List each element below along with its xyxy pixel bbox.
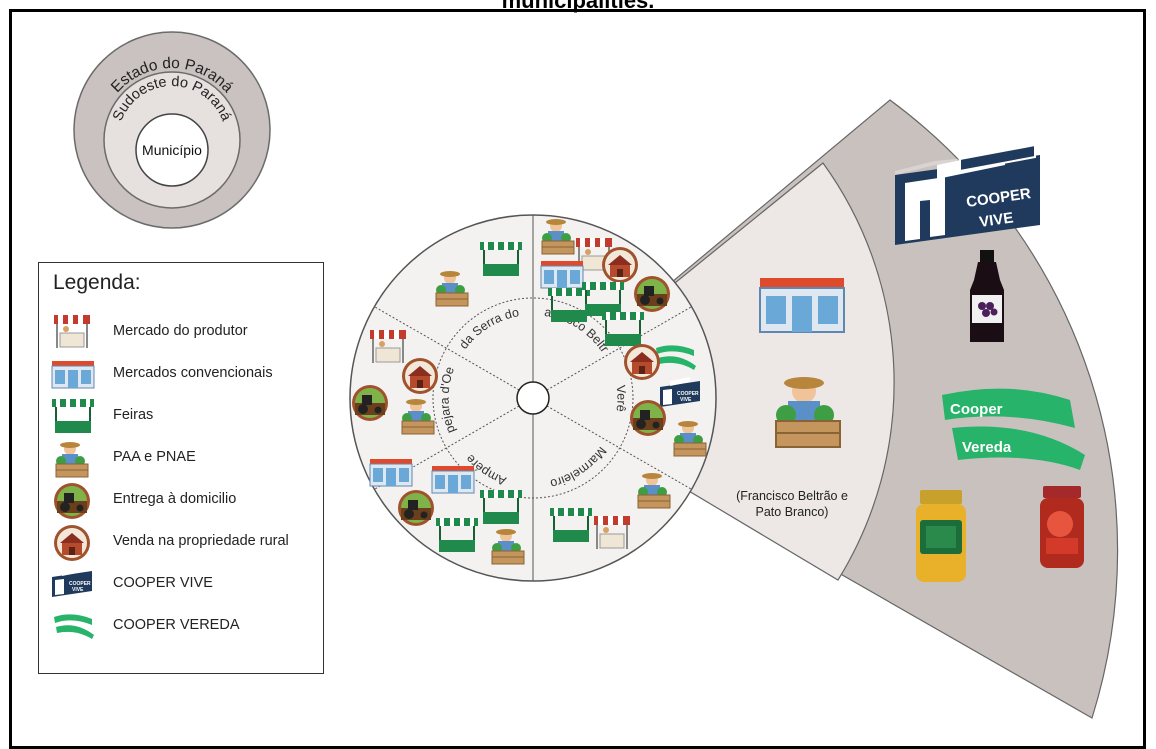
fair-stall-icon — [480, 490, 522, 524]
fair-stall-icon — [550, 508, 592, 542]
tractor-delivery-icon — [630, 400, 666, 436]
farmer-basket-icon — [775, 377, 841, 448]
cooper-vereda-icon — [51, 607, 101, 647]
farmhouse-icon — [51, 523, 101, 563]
icon-layer: COOPER VIVE — [352, 219, 845, 565]
farmhouse-icon — [602, 247, 638, 283]
regional-caption-line1: (Francisco Beltrão e — [736, 489, 848, 503]
jam-jar-yellow-icon — [916, 490, 966, 582]
producer-market-icon — [594, 516, 630, 549]
producer-market-icon — [370, 330, 406, 363]
cooper-vereda-logo: Cooper Vereda — [942, 388, 1085, 470]
farmer-basket-icon — [401, 399, 435, 435]
regional-caption-line2: Pato Branco) — [756, 505, 829, 519]
tractor-delivery-icon — [634, 276, 670, 312]
tractor-delivery-icon — [352, 385, 388, 421]
farmer-basket-icon — [541, 219, 575, 255]
legend-item-label: Feiras — [113, 407, 154, 423]
tractor-delivery-icon — [51, 481, 101, 521]
ring-label-municipio: Município — [142, 142, 202, 158]
cooper-vive-icon: COOPER VIVE — [660, 377, 700, 407]
legend-item: COOPER VEREDA — [51, 607, 321, 647]
cooper-vive-logo-text-2: VIVE — [978, 209, 1014, 231]
supermarket-icon — [759, 278, 845, 333]
svg-text:VIVE: VIVE — [680, 397, 692, 403]
legend-item: Mercados convencionais — [51, 355, 321, 395]
jam-jar-tomato-icon — [1040, 486, 1084, 568]
cooper-vereda-text-1: Cooper — [950, 401, 1003, 418]
supermarket-icon — [540, 261, 584, 289]
legend-item: Feiras — [51, 397, 321, 437]
cooper-vive-logo: COOPER VIVE — [895, 143, 1040, 245]
legend-item: Venda na propriedade rural — [51, 523, 321, 563]
legend-item-label: COOPER VEREDA — [113, 617, 240, 633]
fair-stall-icon — [436, 518, 478, 552]
producer-market-icon — [51, 313, 101, 353]
supermarket-icon — [51, 355, 101, 395]
cooper-vereda-text-2: Vereda — [962, 439, 1012, 456]
farmer-basket-icon — [51, 439, 101, 479]
scale-diagram: Estado do Paraná Sudoeste do Paraná Muni… — [73, 31, 271, 229]
fair-stall-icon — [51, 397, 101, 437]
legend-item-label: Venda na propriedade rural — [113, 533, 289, 549]
diagram-canvas: Estado do Paraná Sudoeste do Paraná Muni… — [0, 0, 1119, 719]
farmer-basket-icon — [673, 421, 707, 457]
cooper-vereda-icon — [656, 345, 696, 370]
fair-stall-icon — [480, 242, 522, 276]
legend-item: PAA e PNAE — [51, 439, 321, 479]
svg-text:VIVE: VIVE — [72, 587, 84, 593]
legend-item-label: PAA e PNAE — [113, 449, 196, 465]
svg-text:COOPER: COOPER — [677, 391, 699, 397]
farmer-basket-icon — [491, 529, 525, 565]
legend-item: Mercado do produtor — [51, 313, 321, 353]
legend-item: Entrega à domicilio — [51, 481, 321, 521]
ring-municipio — [135, 113, 209, 187]
farmer-basket-icon — [637, 473, 671, 509]
cooper-vive-icon: COOPER VIVE — [51, 565, 101, 605]
legend-box: Legenda: Mercado do produtor Mercados co… — [38, 262, 324, 674]
legend-item-label: Mercados convencionais — [113, 365, 273, 381]
svg-text:COOPER: COOPER — [69, 581, 91, 587]
legend-item-label: COOPER VIVE — [113, 575, 213, 591]
tractor-delivery-icon — [398, 490, 434, 526]
legend-title: Legenda: — [53, 271, 141, 294]
juice-bottle-icon — [970, 250, 1004, 342]
wheel-hub — [516, 381, 550, 415]
legend-item-label: Mercado do produtor — [113, 323, 248, 339]
farmhouse-icon — [402, 358, 438, 394]
supermarket-icon — [431, 466, 475, 494]
supermarket-icon — [369, 459, 413, 487]
farmhouse-icon — [624, 344, 660, 380]
farmer-basket-icon — [435, 271, 469, 307]
muni-label-vere: Verê — [614, 384, 629, 412]
legend-item-label: Entrega à domicilio — [113, 491, 237, 507]
fair-stall-icon — [602, 312, 644, 346]
